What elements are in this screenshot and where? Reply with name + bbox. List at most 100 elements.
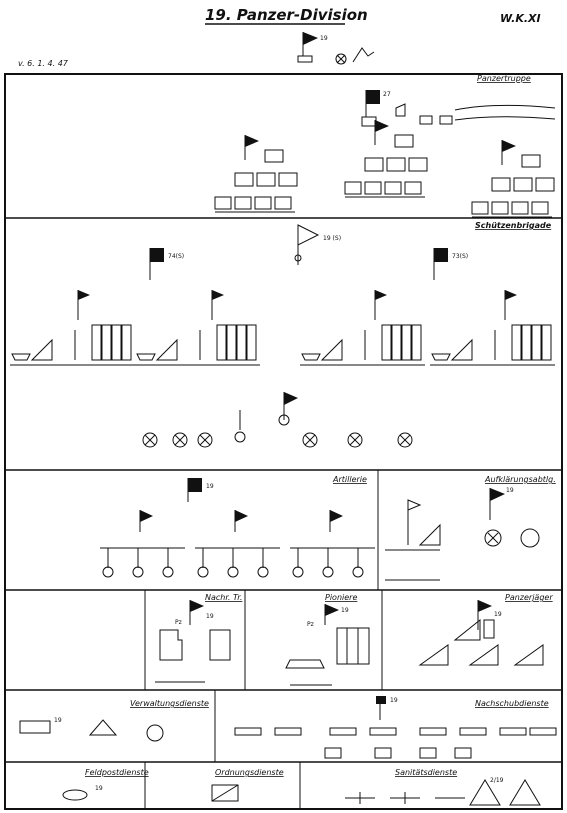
supply-column [324,747,342,759]
label-sanitaet: Sanitätsdienste [395,768,457,777]
schuetzen-regiment-a-number: 74(S) [168,253,184,260]
support-vehicle [531,201,549,215]
antitank-company [513,644,544,666]
supply-column [499,727,527,736]
support-element [347,432,363,448]
rifle-company [121,324,132,361]
panzer-battalions [214,120,555,218]
artillery-battery [352,566,364,578]
artillery-battery [197,566,209,578]
support-vehicle [254,196,272,210]
rifle-company [236,324,247,361]
supply-hq-number: 19 [390,697,398,704]
label-verwaltung: Verwaltungsdienste [130,699,209,708]
division-hq-symbol: 19 [297,32,375,65]
antitank-company [418,644,449,666]
artillery-battery [102,566,114,578]
supply-column [419,747,437,759]
infantry-battalion [300,324,425,366]
panzer-battalion [214,135,298,213]
battalion-flag [211,290,224,320]
battalion-flag [374,290,387,320]
support-vehicle [471,201,489,215]
support-element [397,432,413,448]
outer-frame [4,73,563,810]
artillery-battery [132,566,144,578]
tank-company [278,172,298,187]
brigade-support-units [234,392,298,443]
schuetzen-regiment-b-number: 73(S) [452,253,468,260]
supply-column [459,727,487,736]
rifle-company [111,324,122,361]
artillery-battery [162,566,174,578]
pioneer-battalion: Pz 19 [285,604,370,686]
medical-units: 2/19 [345,777,541,806]
supply-column [329,727,357,736]
support-vehicle [274,196,292,210]
brigade-support-row [142,432,413,448]
rifle-company [541,324,552,361]
schuetzen-regiment-a-hq: 74(S) [149,248,184,280]
rifle-company [531,324,542,361]
fieldpost-unit: 19 [62,785,103,801]
panzer-battalion [471,140,555,218]
support-element [142,432,158,448]
panzer-battalion [344,120,428,198]
supply-column [454,747,472,759]
support-element [302,432,318,448]
corps-label: W.K.XI [500,12,541,25]
support-vehicle [384,181,402,195]
pioneer-code: Pz [307,621,314,628]
support-vehicle [344,181,362,195]
artillery-battery [292,566,304,578]
label-feldpost: Feldpostdienste [85,768,149,777]
rifle-company [91,324,102,361]
label-ordnung: Ordnungsdienste [215,768,284,777]
staff-company [521,154,541,168]
rifle-company [216,324,227,361]
signals-code: Pz [175,619,182,626]
rifle-company [411,324,422,361]
label-artillerie: Artillerie [332,475,367,484]
rifle-company [246,324,257,361]
police-unit [211,784,239,802]
infantry-battalion [10,324,135,366]
artillery-regiment-hq: 19 [187,478,214,502]
support-vehicle [214,196,232,210]
rifle-company [521,324,532,361]
battalion-flag [504,290,517,320]
antitank-hq-number: 19 [494,611,502,618]
tank-company [513,177,533,192]
label-panzerjaeger: Panzerjäger [505,593,553,602]
infantry-battalion [430,324,555,366]
artillery-battery [257,566,269,578]
supply-column [374,747,392,759]
rifle-company [391,324,402,361]
infantry-battalions [10,290,555,366]
rifle-company [381,324,392,361]
antitank-company [468,644,499,666]
signals-hq-number: 19 [206,613,214,620]
supply-column [274,727,302,736]
antitank-battalion: 19 [453,600,502,641]
tank-company [364,157,384,172]
label-nachschub: Nachschubdienste [475,699,549,708]
date-label: v. 6. 1. 4. 47 [18,59,69,68]
recon-hq-number: 19 [506,487,514,494]
rifle-company [101,324,112,361]
antitank-companies [418,644,544,666]
supply-column [369,727,397,736]
rifle-company [401,324,412,361]
schuetzenbrigade-hq: 19 (S) [294,224,341,265]
signals-battalion: Pz 19 [155,600,231,683]
artillery-battalions [100,510,375,578]
battalion-flag [77,290,90,320]
tank-company [535,177,555,192]
label-schuetzenbrigade: Schützenbrigade [475,221,552,230]
schuetzen-regiment-b-hq: 73(S) [433,248,468,280]
label-nachrichten: Nachr. Tr. [205,593,242,602]
support-element [172,432,188,448]
staff-company [264,149,284,163]
artillery-hq-number: 19 [206,483,214,490]
